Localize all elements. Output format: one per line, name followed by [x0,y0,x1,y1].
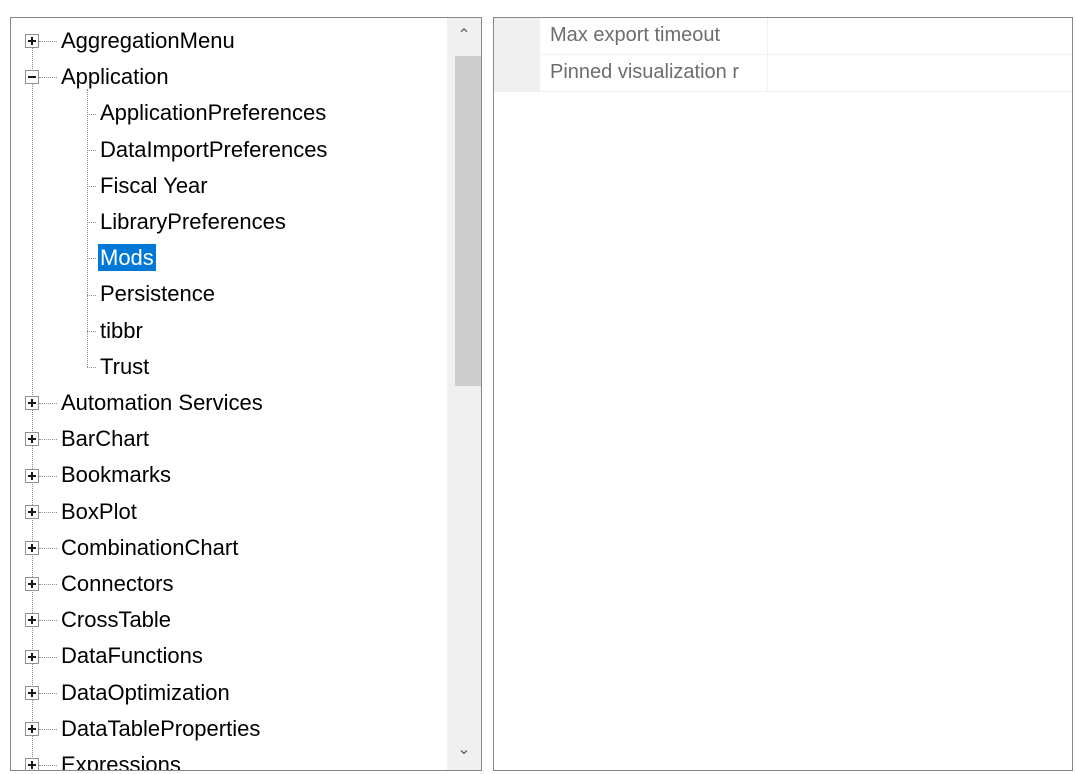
tree-node-label: Mods [98,244,156,272]
tree-connector-tick [39,77,57,79]
tree-node-label: Connectors [61,571,174,596]
tree-node-label: AggregationMenu [61,28,235,53]
scroll-thumb[interactable] [455,56,481,386]
tree-node-tibbr[interactable]: tibbr [98,313,145,349]
tree-connector-tick [39,728,57,730]
tree-connector-tick [39,692,57,694]
property-grid[interactable]: Max export timeout Pinned visualization … [493,17,1073,771]
tree-connector-tick [87,366,96,368]
property-value[interactable] [769,55,1072,91]
tree-node-applicationpreferences[interactable]: ApplicationPreferences [98,95,328,131]
tree-node-mods[interactable]: Mods [98,240,156,276]
tree-node-automation-services[interactable]: Automation Services [59,385,265,421]
tree-node-expressions[interactable]: Expressions [59,747,183,771]
tree-node-label: BarChart [61,426,150,452]
tree-connector-tick [39,547,57,549]
tree-node-label: Fiscal Year [100,172,208,198]
tree-connector-tick [39,439,57,441]
tree-node-dataimportpreferences[interactable]: DataImportPreferences [98,132,329,168]
expand-plus-icon[interactable] [25,721,39,736]
tree-connector-tick [87,294,96,296]
expand-plus-icon[interactable] [25,577,39,592]
tree-connector-tick [39,475,57,477]
tree-node-connectors[interactable]: Connectors [59,566,176,602]
tree-node-librarypreferences[interactable]: LibraryPreferences [98,204,288,240]
expand-plus-icon[interactable] [25,540,39,555]
tree-node-label: Bookmarks [61,462,172,488]
property-name: Pinned visualization r [540,55,768,91]
tree-node-combinationchart[interactable]: CombinationChart [59,530,240,566]
tree-connector-tick [87,185,96,187]
tree-node-label: Application [61,64,169,90]
scroll-down-button[interactable]: ⌄ [447,732,481,768]
tree-node-boxplot[interactable]: BoxPlot [59,494,139,530]
property-row-margin [494,55,540,91]
tree-child-connector-line [87,89,88,367]
tree-connector-tick [39,41,57,43]
tree-node-fiscal-year[interactable]: Fiscal Year [98,168,210,204]
tree-node-datafunctions[interactable]: DataFunctions [59,638,205,674]
tree-connector-tick [87,258,96,260]
tree-node-dataoptimization[interactable]: DataOptimization [59,675,232,711]
tree-connector-tick [87,113,96,115]
expand-plus-icon[interactable] [25,613,39,628]
property-value[interactable] [769,18,1072,54]
tree-node-datatableproperties[interactable]: DataTableProperties [59,711,262,747]
tree-node-label: BoxPlot [61,498,137,524]
tree-node-label: tibbr [100,317,143,343]
tree-connector-tick [39,511,57,513]
expand-plus-icon[interactable] [25,468,39,483]
expand-plus-icon[interactable] [25,504,39,519]
tree-connector-tick [39,620,57,622]
chevron-down-icon: ⌄ [457,741,471,758]
tree-connector-tick [87,149,96,151]
tree-node-label: DataFunctions [61,643,203,669]
expand-plus-icon[interactable] [25,432,39,447]
expand-plus-icon[interactable] [25,758,39,770]
tree-vertical-scrollbar[interactable]: ⌃ ⌄ [447,18,481,770]
tree-node-label: DataOptimization [61,679,230,705]
tree-node-label: DataTableProperties [61,715,261,741]
tree-connector-tick [87,222,96,224]
tree-node-label: CombinationChart [61,534,239,560]
expand-plus-icon[interactable] [25,685,39,700]
property-name: Max export timeout [540,18,768,54]
tree-node-label: Persistence [100,281,215,307]
tree-connector-tick [39,584,57,586]
scroll-up-button[interactable]: ⌃ [447,18,481,54]
tree-node-label: ApplicationPreferences [100,100,327,126]
expand-plus-icon[interactable] [25,649,39,664]
tree-node-label: CrossTable [61,607,172,633]
property-row-max-export-timeout[interactable]: Max export timeout [494,18,1072,55]
tree-connector-tick [39,765,57,767]
tree-node-label: Trust [100,353,150,379]
tree-node-persistence[interactable]: Persistence [98,276,217,312]
tree-node-label: Automation Services [61,390,263,415]
expand-plus-icon[interactable] [25,34,39,49]
property-row-margin [494,18,540,54]
tree-node-application[interactable]: Application [59,59,171,95]
tree-node-crosstable[interactable]: CrossTable [59,602,173,638]
expand-plus-icon[interactable] [25,396,39,411]
top-cut-off-header [0,0,1076,10]
tree-connector-tick [39,403,57,405]
property-row-pinned-visualization[interactable]: Pinned visualization r [494,55,1072,92]
tree-node-label: DataImportPreferences [100,136,328,162]
tree-connector-tick [87,330,96,332]
tree-node-label: Expressions [61,752,181,771]
tree-node-barchart[interactable]: BarChart [59,421,151,457]
tree-node-label: LibraryPreferences [100,209,286,234]
tree-node-bookmarks[interactable]: Bookmarks [59,457,173,493]
chevron-up-icon: ⌃ [457,27,471,44]
tree-node-aggregationmenu[interactable]: AggregationMenu [59,23,237,59]
collapse-minus-icon[interactable] [25,70,39,85]
tree-node-trust[interactable]: Trust [98,349,151,385]
tree-connector-tick [39,656,57,658]
